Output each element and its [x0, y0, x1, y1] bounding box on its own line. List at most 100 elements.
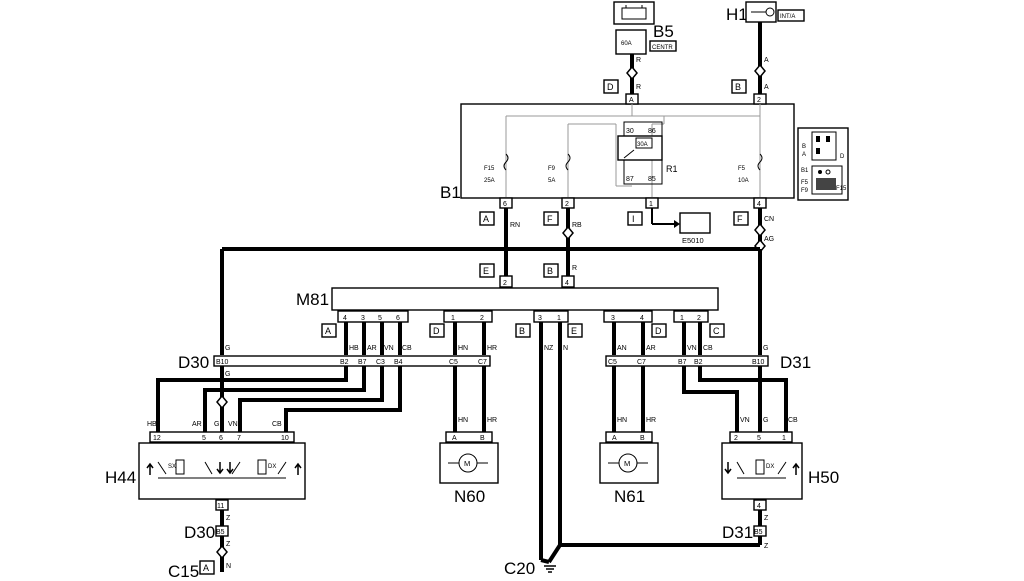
svg-text:F15: F15 [836, 186, 847, 192]
fuse-f9: F9 5A [548, 153, 571, 184]
svg-text:HN: HN [458, 345, 468, 352]
component-c20: C20 [504, 559, 535, 578]
svg-text:CB: CB [788, 417, 798, 424]
svg-text:7: 7 [237, 435, 241, 442]
svg-text:N: N [226, 563, 231, 570]
connector-d30 [213, 355, 491, 367]
svg-text:RN: RN [510, 222, 520, 229]
svg-text:4: 4 [757, 503, 761, 510]
svg-text:5: 5 [202, 435, 206, 442]
svg-text:Z: Z [764, 543, 769, 550]
svg-text:Z: Z [764, 515, 769, 522]
svg-text:25A: 25A [484, 178, 495, 184]
main-fuse-block: 60A CENTR [615, 29, 677, 55]
svg-text:D: D [607, 82, 614, 92]
svg-text:M: M [464, 459, 470, 468]
svg-text:HR: HR [487, 417, 497, 424]
svg-text:12: 12 [153, 435, 161, 442]
svg-text:B: B [519, 326, 525, 336]
component-r1: R1 [666, 164, 678, 174]
component-h44: H44 [105, 468, 136, 487]
svg-text:1: 1 [451, 315, 455, 322]
svg-text:D: D [433, 326, 440, 336]
svg-text:A: A [764, 84, 769, 91]
svg-text:Z: Z [226, 515, 231, 522]
svg-text:HN: HN [617, 417, 627, 424]
component-d30-bottom: D30 [184, 523, 215, 542]
svg-text:A: A [802, 152, 806, 158]
svg-text:F: F [547, 214, 553, 224]
svg-text:R: R [572, 265, 577, 272]
svg-text:F: F [737, 214, 743, 224]
svg-text:B5: B5 [216, 529, 225, 536]
svg-text:B7: B7 [358, 359, 367, 366]
svg-text:B10: B10 [752, 359, 765, 366]
svg-text:B2: B2 [340, 359, 349, 366]
svg-text:VN: VN [228, 421, 238, 428]
svg-text:C7: C7 [637, 359, 646, 366]
svg-text:G: G [225, 345, 230, 352]
svg-text:VN: VN [687, 345, 697, 352]
svg-text:NZ: NZ [544, 345, 554, 352]
svg-text:5A: 5A [548, 178, 555, 184]
svg-text:2: 2 [480, 315, 484, 322]
ground-icon [544, 565, 556, 573]
h44-pin-row: 12 5 6 7 10 [149, 431, 295, 443]
svg-text:87: 87 [626, 176, 634, 183]
svg-text:AG: AG [764, 236, 774, 243]
svg-text:HR: HR [646, 417, 656, 424]
svg-text:4: 4 [757, 201, 761, 208]
svg-text:HB: HB [349, 345, 359, 352]
svg-text:AR: AR [646, 345, 656, 352]
svg-text:2: 2 [503, 280, 507, 287]
svg-text:C: C [713, 326, 720, 336]
svg-text:HR: HR [487, 345, 497, 352]
switch-h50 [721, 442, 803, 500]
svg-text:C5: C5 [608, 359, 617, 366]
svg-text:A: A [325, 326, 331, 336]
svg-text:E: E [483, 266, 489, 276]
key-state: INT/A [780, 14, 795, 20]
svg-text:DX: DX [766, 464, 774, 470]
svg-text:B: B [640, 435, 645, 442]
svg-text:2: 2 [734, 435, 738, 442]
battery-icon [613, 1, 655, 25]
svg-text:F5: F5 [738, 166, 746, 172]
svg-text:A: A [764, 57, 769, 64]
svg-text:2: 2 [757, 97, 761, 104]
svg-text:6: 6 [219, 435, 223, 442]
svg-text:N: N [563, 345, 568, 352]
svg-text:VN: VN [384, 345, 394, 352]
svg-text:3: 3 [361, 315, 365, 322]
svg-text:B1: B1 [801, 168, 809, 174]
svg-text:A: A [483, 214, 489, 224]
h44-switch-contacts: SX DX [146, 459, 302, 479]
svg-text:30A: 30A [637, 142, 648, 148]
fuse-f15: F15 25A [484, 153, 509, 184]
svg-text:R: R [636, 84, 641, 91]
main-fuse-location: CENTR [652, 45, 673, 51]
m81-pins-c: 1 2 [673, 310, 709, 323]
component-d31-bottom: D31 [722, 523, 753, 542]
svg-text:AN: AN [617, 345, 627, 352]
svg-text:10: 10 [281, 435, 289, 442]
svg-text:3: 3 [611, 315, 615, 322]
component-e5010: E5010 [682, 236, 704, 245]
h50-switch-contacts: DX [724, 459, 800, 479]
svg-text:2: 2 [565, 201, 569, 208]
svg-text:4: 4 [343, 315, 347, 322]
component-h1: H1 [726, 5, 748, 24]
h50-pin-row: 2 5 1 [729, 431, 793, 443]
component-n60: N60 [454, 487, 485, 506]
component-d31: D31 [780, 353, 811, 372]
svg-text:5: 5 [378, 315, 382, 322]
svg-text:M: M [624, 459, 630, 468]
component-m81: M81 [296, 290, 329, 309]
svg-text:AR: AR [367, 345, 377, 352]
m81-pins-mid: 3 1 [533, 310, 569, 323]
svg-text:R: R [636, 57, 641, 64]
svg-text:11: 11 [217, 503, 224, 510]
component-n61: N61 [614, 487, 645, 506]
svg-text:A: A [452, 435, 457, 442]
fuse-f5: F5 10A [738, 153, 763, 184]
